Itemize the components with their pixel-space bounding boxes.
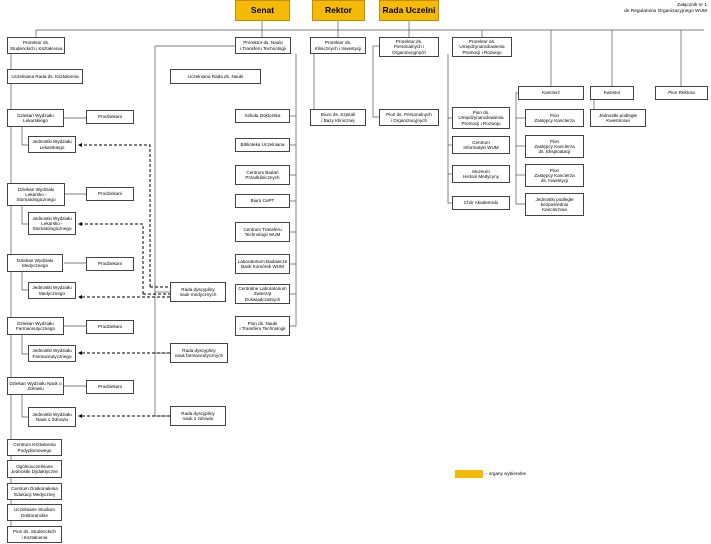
centralne-lab-box: Centralne Laboratorium Zwierząt Doświadc… [235, 284, 290, 304]
prorektor-personalne-box: Prorektor ds. Personalnych i Organizacyj… [379, 37, 439, 57]
muzeum-box: Muzeum Historii Medycyny [452, 165, 510, 183]
kwestor-box: Kwestor [590, 86, 634, 100]
senat-box: Senat [235, 0, 290, 21]
pion-zastepcy-box: Pion Zastępcy Kanclerza [525, 109, 584, 127]
connector-line-52 [515, 92, 525, 205]
pion-personalnych-box: Pion ds. Personalnych i Organizacyjnych [379, 109, 439, 126]
jednostki-medyczny-box: Jednostki Wydziału Medycznego [28, 282, 76, 299]
prodziekani-4-box: Prodziekani [86, 320, 134, 334]
biuro-cept-box: Biuro CePT [235, 194, 290, 208]
rada-zdrowie-box: Rada dyscypliny nauk o zdrowiu [170, 406, 226, 426]
pion-eksploatacji-box: Pion Zastępcy Kanclerza ds. Eksploatacji [525, 135, 584, 158]
pion-nauki-box: Pion ds. Nauki i Transferu Technologii [235, 316, 290, 336]
connector-line-30 [21, 272, 28, 291]
prorektor-nauka-box: Prorektor ds. Nauki i Transferu Technolo… [235, 37, 291, 54]
biuro-szpitali-box: Biuro ds. Szpitali i Bazy Klinicznej [310, 109, 366, 126]
connector-line-31 [21, 335, 28, 355]
connector-line-32 [21, 395, 28, 418]
dziekan-lekarski-box: Dziekan Wydziału Lekarskiego [7, 109, 64, 127]
connector-line-48 [447, 54, 452, 204]
header-note: Załącznik nr 1 do Regulaminu Organizacyj… [624, 3, 707, 14]
dashed-link-57 [82, 144, 151, 287]
jednostki-kwestora-box: Jednostki podległe Kwestorowi [590, 109, 646, 127]
arrow-head-66 [78, 351, 82, 355]
prodziekani-1-box: Prodziekani [86, 110, 134, 124]
prodziekani-5-box: Prodziekani [86, 380, 134, 394]
jednostki-farmaceutyczny-box: Jednostki Wydziału Farmaceutycznego [28, 345, 76, 362]
rada-medycznych-box: Rada dyscypliny nauk medycznych [170, 282, 226, 302]
prorektor-umiedzynarodowienie-box: Prorektor ds. Umiędzynarodowienia Promoc… [452, 37, 512, 57]
connector-line-28 [21, 127, 28, 146]
connector-line-34 [154, 46, 170, 417]
connector-line-37 [290, 54, 297, 327]
legend-label: - organy wybieralne [486, 471, 527, 476]
szkola-doktorska-box: Szkoła Doktorska [235, 109, 290, 123]
biblioteka-box: Biblioteka Uczelniana [235, 138, 290, 152]
centrum-ksztalcenia-box: Centrum Kształcenia Podyplomowego [7, 439, 62, 456]
dziekan-farmaceutyczny-box: Dziekan Wydziału Farmaceutycznego [7, 317, 64, 335]
legend-swatch [455, 470, 483, 478]
dziekan-stomatologiczny-box: Dziekan Wydziału Lekarsko - Stomatologic… [7, 183, 65, 206]
centrum-informatyki-box: Centrum Informatyki WUM [452, 136, 510, 154]
prorektor-kliniczne-box: Prorektor ds. Klinicznych i Inwestycji [310, 37, 366, 54]
arrow-head-64 [78, 295, 82, 299]
kanclerz-box: Kanclerz [518, 86, 584, 100]
pion-studenckich-box: Pion ds. Studenckich i Kształcenia [7, 526, 62, 543]
jednostki-zdrowie-box: Jednostki Wydziału Nauk o Zdrowiu [28, 407, 76, 427]
centrum-transferu-box: Centrum Transferu Technologii WUM [235, 222, 290, 242]
arrow-head-68 [78, 414, 82, 418]
arrow-head-58 [78, 143, 82, 147]
dashed-link-60 [82, 223, 144, 294]
jednostki-stomatologiczny-box: Jednostki Wydziału Lekarsko - Stomatolog… [28, 212, 76, 235]
centrum-doskonalenia-box: Centrum Doskonalenia Edukacji Medycznej [7, 483, 62, 500]
rada-farmaceutycznych-box: Rada dyscypliny nauk farmaceutycznych [170, 343, 228, 363]
rada-nauki-box: Uczelniana Rada ds. Nauki [170, 69, 261, 84]
prorektor-studenci-box: Prorektor ds. Studenckich i Kształcenia [7, 37, 65, 54]
rektor-box: Rektor [312, 0, 365, 21]
chor-box: Chór Akademicki [452, 196, 510, 210]
pion-umiedzynarodowienia-box: Pion ds. Umiędzynarodowienia Promocji i … [452, 107, 510, 129]
pion-rektora-box: Pion Rektora [655, 86, 708, 100]
dziekan-zdrowie-box: Dziekan Wydziału Nauk o Zdrowiu [7, 377, 64, 395]
rada-ksztalcenia-box: Uczelniana Rada ds. Kształcenia [7, 69, 83, 84]
connector-line-29 [21, 206, 28, 225]
laboratorium-box: Laboratorium Badawcze Bank Komórek WUM [235, 254, 290, 274]
ogolnouczelniane-box: Ogólnouczelniane Jednostki Dydaktyczne [7, 460, 62, 478]
prodziekani-2-box: Prodziekani [86, 187, 134, 201]
arrow-head-61 [78, 222, 82, 226]
studium-doktoranckie-box: Uczelniane Studium Doktoranckie [7, 504, 62, 521]
connector-line-47 [372, 46, 379, 118]
dziekan-medyczny-box: Dziekan Wydziału Medycznego [7, 254, 63, 272]
prodziekani-3-box: Prodziekani [86, 257, 134, 271]
rada-uczelni-box: Rada Uczelni [379, 0, 439, 21]
connector-line-45 [310, 54, 315, 118]
pion-inwestycji-box: Pion Zastępcy Kanclerza ds. Inwestycji [525, 164, 584, 187]
jednostki-lekarskiego-box: Jednostki Wydziału Lekarskiego [28, 136, 76, 153]
jednostki-kanclerza-box: Jednostki podległe bezpośrednio Kanclerz… [525, 193, 584, 216]
centrum-badan-box: Centrum Badań Przedklinicznych [235, 165, 290, 185]
